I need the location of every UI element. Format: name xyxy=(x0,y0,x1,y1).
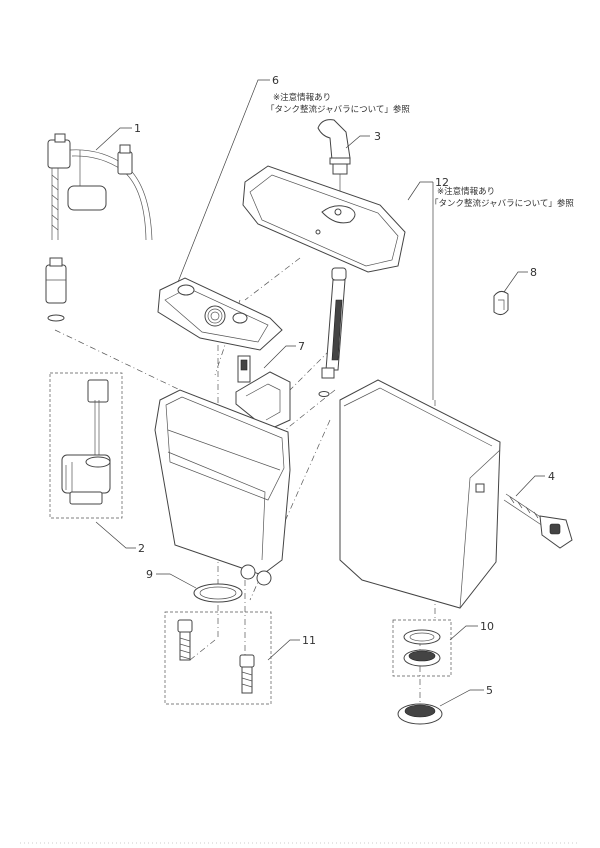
part-label-12: 12 xyxy=(435,176,449,189)
bellows-guide-part xyxy=(235,355,291,431)
bolt-group-box xyxy=(164,611,272,705)
part-label-10: 10 xyxy=(480,620,494,633)
inner-lid-part xyxy=(157,277,283,351)
part-label-4: 4 xyxy=(548,470,555,483)
part-6-note-ref: 「タンク整流ジャバラについて」参照 xyxy=(266,104,410,115)
part-label-2: 2 xyxy=(138,542,145,555)
part-label-5: 5 xyxy=(486,684,493,697)
part-label-8: 8 xyxy=(530,266,537,279)
leader-lines xyxy=(95,79,545,707)
flush-valve-part xyxy=(61,379,111,505)
flush-valve-group-box xyxy=(49,372,123,519)
clip-part xyxy=(493,290,509,316)
part-12-note-ref: 「タンク整流ジャバラについて」参照 xyxy=(430,198,574,209)
part-label-7: 7 xyxy=(298,340,305,353)
part-12-note-mark: ※注意情報あり xyxy=(437,186,495,197)
part-label-3: 3 xyxy=(374,130,381,143)
tank-cover-part xyxy=(339,379,501,609)
inner-tank-part xyxy=(154,389,291,586)
ring-part xyxy=(397,703,443,725)
part-6-note-mark: ※注意情報あり xyxy=(273,92,331,103)
part-label-11: 11 xyxy=(302,634,316,647)
gasket-part xyxy=(193,583,243,603)
flush-handle-part xyxy=(503,493,573,549)
part-label-6: 6 xyxy=(272,74,279,87)
bolt-part xyxy=(177,619,255,694)
tank-lid-part xyxy=(242,165,406,273)
spout-part xyxy=(317,119,351,205)
part-label-1: 1 xyxy=(134,122,141,135)
seal-group-box xyxy=(392,619,452,677)
overflow-pipe-part xyxy=(318,267,347,397)
fill-valve-part xyxy=(45,133,153,322)
seal-part xyxy=(403,629,441,667)
part-label-9: 9 xyxy=(146,568,153,581)
